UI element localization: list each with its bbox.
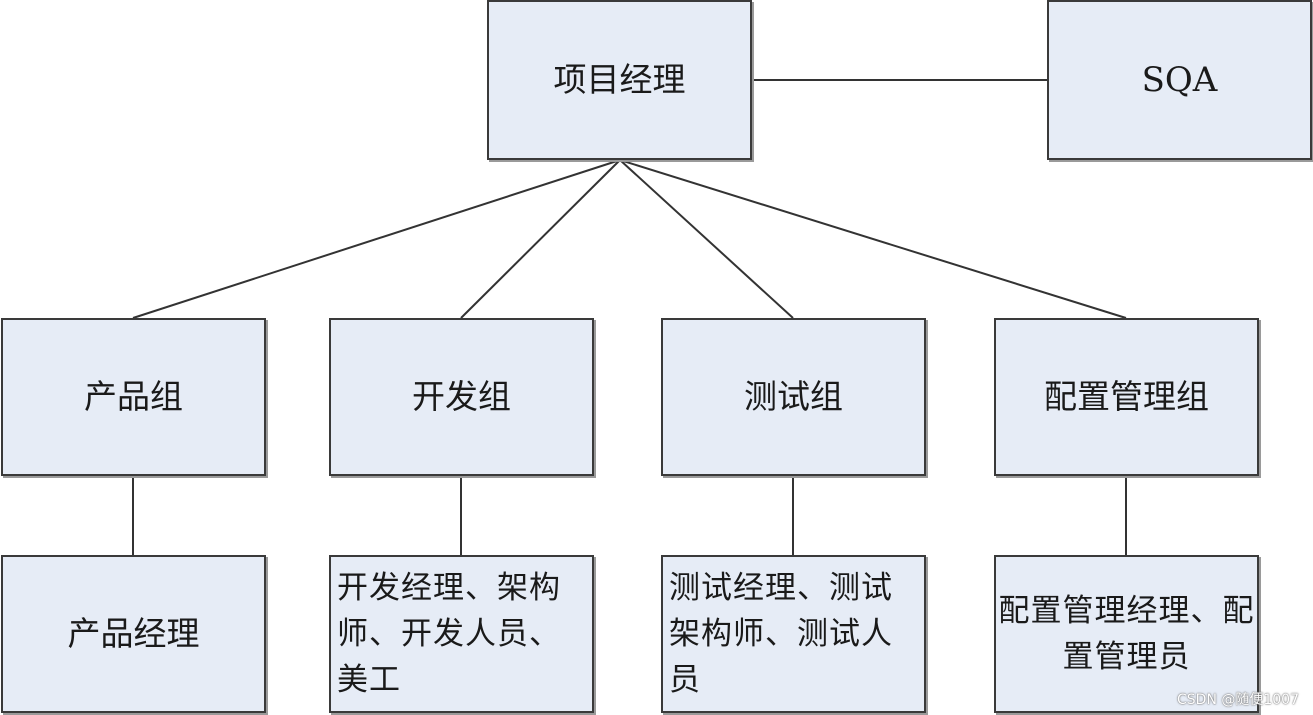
- test-roles-label: 测试经理、测试架构师、测试人员: [669, 570, 893, 698]
- edge-pm-dev-group: [460, 159, 621, 319]
- product-group-box: 产品组: [1, 318, 266, 476]
- project-manager-box: 项目经理: [487, 0, 752, 160]
- project-manager-label: 项目经理: [553, 60, 686, 100]
- watermark-text: CSDN @随便1007: [1177, 692, 1299, 708]
- config-roles-box: 配置管理经理、配置管理员: [994, 555, 1259, 713]
- dev-group-box: 开发组: [329, 318, 594, 476]
- dev-roles-label: 开发经理、架构师、开发人员、美工: [337, 570, 561, 698]
- test-group-label: 测试组: [744, 377, 843, 417]
- test-roles-box: 测试经理、测试架构师、测试人员: [661, 555, 926, 713]
- sqa-box: SQA: [1047, 0, 1312, 160]
- edge-pm-product-group: [132, 159, 621, 319]
- product-group-label: 产品组: [84, 377, 183, 417]
- sqa-label: SQA: [1141, 59, 1218, 100]
- edge-pm-test-group: [619, 159, 794, 319]
- edge-pm-config-group: [619, 159, 1127, 319]
- config-roles-label: 配置管理经理、配置管理员: [998, 593, 1255, 675]
- product-roles-label: 产品经理: [67, 614, 200, 654]
- product-roles-box: 产品经理: [1, 555, 266, 713]
- test-group-box: 测试组: [661, 318, 926, 476]
- config-group-box: 配置管理组: [994, 318, 1259, 476]
- dev-roles-box: 开发经理、架构师、开发人员、美工: [329, 555, 594, 713]
- config-group-label: 配置管理组: [1044, 377, 1209, 417]
- dev-group-label: 开发组: [412, 377, 511, 417]
